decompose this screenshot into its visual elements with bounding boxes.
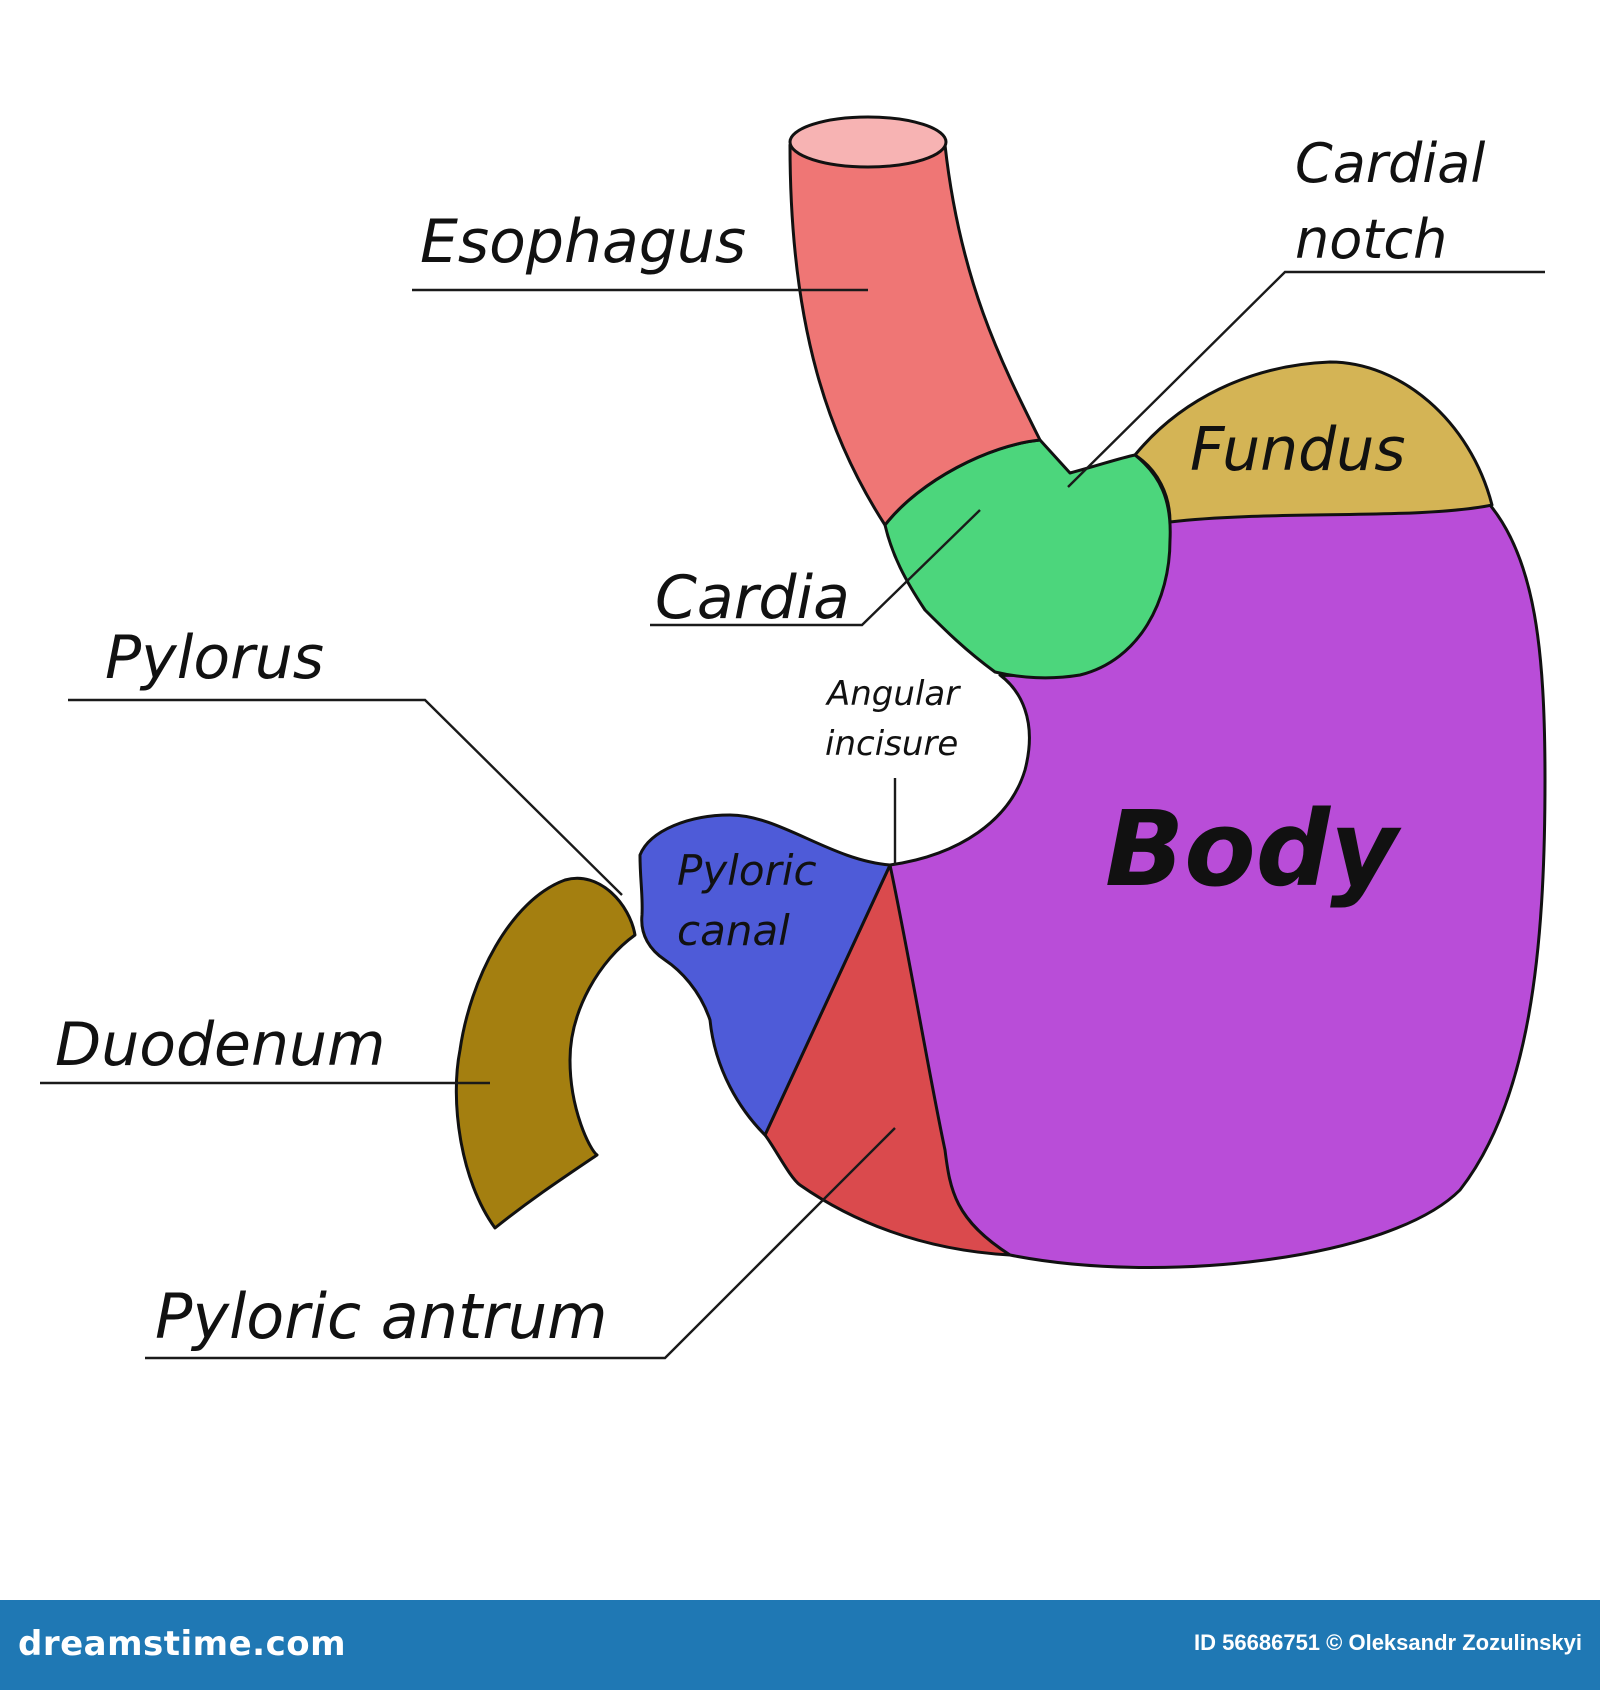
cardial-notch-label-line2: notch (1295, 208, 1447, 271)
pyloric-canal-label-line1: Pyloric (677, 846, 817, 895)
pylorus-leader (68, 698, 623, 896)
angular-incisure-label-line2: incisure (825, 724, 958, 764)
duodenum-region (454, 876, 637, 1230)
footer-bar: dreamstime.com ID 56686751 © Oleksandr Z… (0, 1600, 1600, 1690)
pyloric-canal-region (638, 813, 892, 1137)
pyloric-canal-label-line2: canal (677, 906, 790, 955)
pyloric-antrum-leader (145, 1127, 896, 1360)
cardia-label: Cardia (655, 563, 850, 633)
footer-credit: ID 56686751 © Oleksandr Zozulinskyi (1194, 1630, 1582, 1655)
esophagus-opening (788, 115, 948, 169)
cardia-leader (650, 509, 981, 627)
pyloric-antrum-region (763, 863, 1012, 1257)
body-label: Body (1105, 788, 1402, 910)
pylorus-label: Pylorus (105, 623, 324, 693)
esophagus-label: Esophagus (420, 207, 746, 277)
cardial-notch-leader (1067, 270, 1545, 488)
cardial-notch-label-line1: Cardial (1295, 132, 1485, 195)
body-region (888, 487, 1547, 1269)
duodenum-label: Duodenum (55, 1010, 385, 1080)
fundus-label: Fundus (1190, 415, 1406, 485)
esophagus-region (788, 143, 1042, 527)
angular-incisure-label-line1: Angular (825, 674, 961, 714)
footer-site[interactable]: dreamstime.com (18, 1624, 347, 1664)
pyloric-antrum-label: Pyloric antrum (155, 1280, 608, 1353)
